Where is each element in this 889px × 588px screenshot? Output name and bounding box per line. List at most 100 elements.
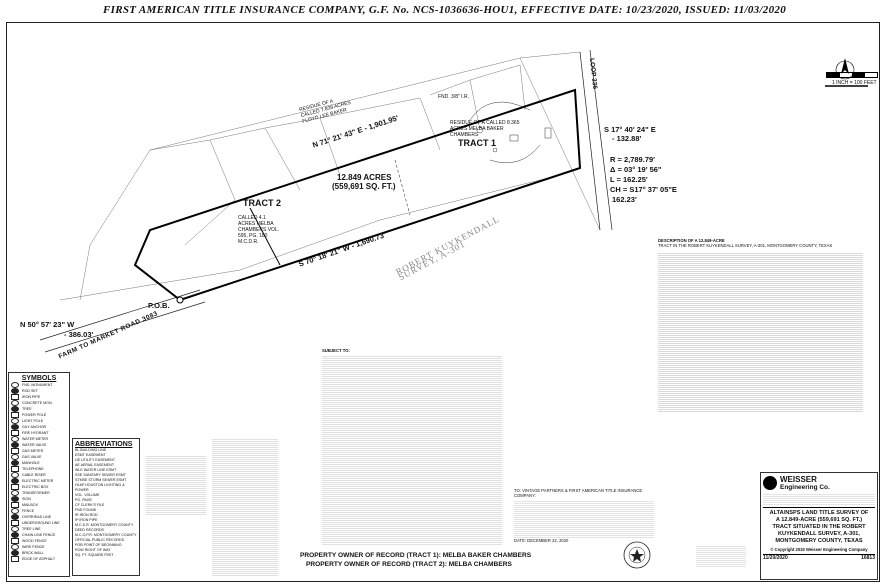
symbols-title: SYMBOLS [21,375,57,382]
survey-title-line: A 12.849-ACRE (559,691 SQ. FT.) [775,517,863,523]
symbol-legend-item: GAS METER [11,448,67,454]
description-subtitle: TRACT IN THE ROBERT KUYKENDALL SURVEY, A… [658,243,833,248]
pob-marker [176,296,184,304]
legend-symbol-icon [11,556,19,562]
symbol-legend-item: GUY ANCHOR [11,424,67,430]
legend-symbol-icon [11,442,19,448]
symbol-legend-label: MAILBOX [22,503,38,507]
owner-tract-1: PROPERTY OWNER OF RECORD (TRACT 1): MELB… [300,552,532,559]
symbol-legend-item: TREE [11,406,67,412]
symbol-legend-item: FIRE HYDRANT [11,430,67,436]
symbol-legend-item: POWER POLE [11,412,67,418]
symbol-legend-item: FND. MONUMENT [11,382,67,388]
subject-to-block: SUBJECT TO: [322,348,502,548]
symbol-legend-item: SIGN [11,496,67,502]
abbreviation-item: ESMT EASEMENT [75,453,106,457]
symbol-legend-label: GAS METER [22,449,44,453]
symbol-legend-item: WATER VALVE [11,442,67,448]
abbreviation-item: ROW RIGHT OF WAY [75,548,111,552]
symbol-legend-item: CABLE RISER [11,472,67,478]
tract-1-label: TRACT 1 [458,138,496,148]
curve-delta: Δ = 03° 19' 56" [610,165,662,174]
survey-title-line: ALTA/NSPS LAND TITLE SURVEY OF [769,510,869,516]
symbol-legend-item: EDGE OF ASPHALT [11,556,67,562]
surveyor-signature-block [696,545,746,567]
general-notes [212,438,278,576]
symbol-legend-label: MANHOLE [22,461,40,465]
abbreviation-item: HL&P HOUSTON LIGHTING & POWER [75,483,125,492]
company-name-line2: Engineering Co. [780,484,830,491]
abbreviation-item: M.C.O.P.R. MONTGOMERY COUNTY OFFICIAL PU… [75,533,137,542]
survey-title-line: TRACT SITUATED IN THE ROBERT [772,524,866,530]
tract-2-label: TRACT 2 [243,198,281,208]
symbol-legend-label: FIRE HYDRANT [22,431,49,435]
survey-title-line: KUYKENDALL SURVEY, A-301, [778,531,860,537]
legend-symbol-icon [11,382,19,388]
symbol-legend-item: ELECTRIC BOX [11,484,67,490]
curve-chord-distance: 162.23' [612,195,637,204]
adjoining-parcels [59,51,601,301]
scale-label: 1 INCH = 100 FEET [832,80,877,86]
east-line-distance: - 132.88' [612,134,642,143]
legend-symbol-icon [11,400,19,406]
symbol-legend-label: POWER POLE [22,413,47,417]
symbol-legend-label: ELECTRIC METER [22,479,54,483]
abbreviations-title: ABBREVIATIONS [75,441,133,448]
symbol-legend-label: TRANSFORMER [22,491,50,495]
symbol-legend-item: ELECTRIC METER [11,478,67,484]
symbol-legend-label: EDGE OF ASPHALT [22,557,56,561]
symbol-legend-label: TREE [22,407,32,411]
area-sqft-label: (559,691 SQ. FT.) [332,182,396,191]
legend-symbol-icon [11,424,19,430]
certification-text [514,500,654,538]
symbol-legend-label: OVERHEAD LINE [22,515,52,519]
symbol-legend-label: GAS VALVE [22,455,42,459]
symbol-legend-label: TELEPHONE [22,467,44,471]
surveyor-certification: TO: VINTAGE PARTNERS & FIRST AMERICAN TI… [514,488,654,553]
symbol-legend-label: IRON PIPE [22,395,41,399]
curve-length: L = 162.25' [610,175,648,184]
north-arrow [825,58,868,87]
curve-radius: R = 2,789.79' [610,155,655,164]
drawing-sheet-border [6,22,880,582]
symbol-legend-label: UNDERGROUND LINE [22,521,60,525]
abbreviation-item: UE UTILITY EASEMENT [75,458,116,462]
symbol-legend-item: UNDERGROUND LINE [11,520,67,526]
melba-tract1-note: RESIDUE OF A CALLED 8.365 ACRES MELBA BA… [450,120,520,138]
symbol-legend-label: FND. MONUMENT [22,383,53,387]
symbol-legend-label: FENCE [22,509,35,513]
basis-of-bearings-note [146,455,206,515]
abbreviation-item: POB POINT OF BEGINNING [75,543,122,547]
symbol-legend-item: WATER METER [11,436,67,442]
legend-symbol-icon [11,514,19,520]
legend-symbol-icon [11,532,19,538]
legal-description: DESCRIPTION OF A 12.849-ACRE TRACT IN TH… [658,238,863,418]
symbol-legend-label: SIGN [22,497,31,501]
symbol-legend-item: MANHOLE [11,460,67,466]
symbol-legend-label: CONCRETE MON. [22,401,53,405]
symbol-legend-item: CHAIN LINK FENCE [11,532,67,538]
legend-symbol-icon [11,472,19,478]
abbreviation-item: PG. PAGE [75,498,92,502]
west-line-bearing: N 50° 57' 23" W [20,320,75,329]
company-logo: WEISSER Engineering Co. [763,475,875,491]
tract-boundary [133,88,582,302]
symbol-legend-label: GUY ANCHOR [22,425,47,429]
symbol-legend-label: WATER METER [22,437,49,441]
legend-symbol-icon [11,550,19,556]
symbol-legend-label: ELECTRIC BOX [22,485,49,489]
owner-tract-2: PROPERTY OWNER OF RECORD (TRACT 2): MELB… [306,561,512,568]
pob-label: P.O.B. [148,301,170,310]
company-name: WEISSER [780,475,817,484]
legend-symbol-icon [11,448,19,454]
legend-symbol-icon [11,412,19,418]
legend-symbol-icon [11,490,19,496]
abbreviation-item: SQ. FT. SQUARE FEET [75,553,114,557]
abbreviation-item: IR IRON ROD [75,513,98,517]
legend-symbol-icon [11,394,19,400]
title-block-job-number: 16813 [861,555,875,561]
legend-symbol-icon [11,538,19,544]
fm-3083-row [39,289,206,353]
